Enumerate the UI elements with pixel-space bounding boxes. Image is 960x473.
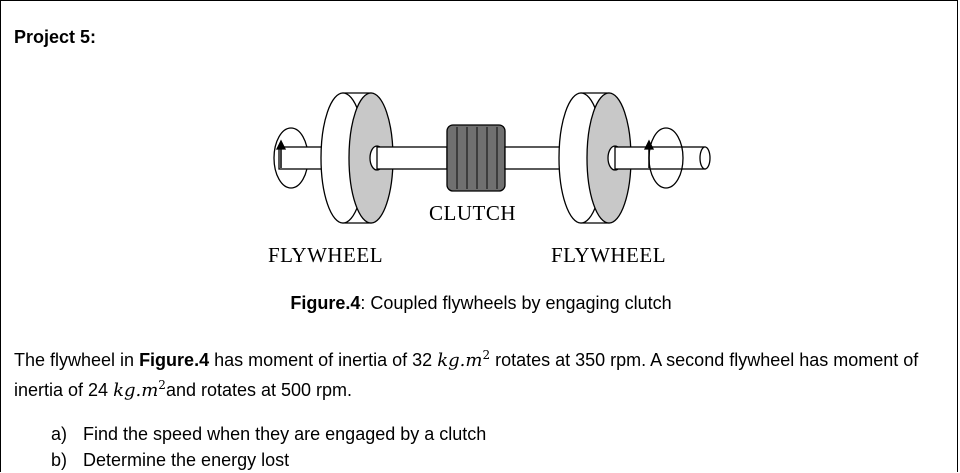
question-marker: b) xyxy=(51,450,68,470)
question-text: Determine the energy lost xyxy=(83,450,290,470)
question-list: a) Find the speed when they are engaged … xyxy=(51,421,486,473)
problem-text-1: The flywheel in xyxy=(14,350,140,370)
list-item: b) Determine the energy lost xyxy=(51,447,486,473)
list-item: a) Find the speed when they are engaged … xyxy=(51,421,486,447)
problem-text-3: rotates at 350 rpm. A second flywheel ha… xyxy=(14,350,919,400)
caption-text: : Coupled flywheels by engaging clutch xyxy=(360,293,672,313)
inertia-unit-1: kg.m2 xyxy=(437,348,491,371)
clutch-body xyxy=(446,124,506,192)
problem-text-2: has moment of inertia of 32 xyxy=(209,350,438,370)
clutch-label: CLUTCH xyxy=(429,201,516,225)
right-flywheel-label: FLYWHEEL xyxy=(551,243,667,267)
right-rotation-arrow xyxy=(643,139,655,150)
left-flywheel-label: FLYWHEEL xyxy=(268,243,384,267)
right-shaft-end xyxy=(699,146,711,170)
question-marker: a) xyxy=(51,424,68,444)
problem-statement: The flywheel in Figure.4 has moment of i… xyxy=(14,343,954,403)
middle-shaft-left xyxy=(376,146,448,170)
project-title: Project 5: xyxy=(14,27,97,47)
inertia-unit-2: kg.m2 xyxy=(113,378,166,401)
flywheel-figure: CLUTCH FLYWHEEL FLYWHEEL xyxy=(251,83,721,267)
caption-figure-ref: Figure.4 xyxy=(290,293,361,313)
flywheel-diagram-drawing xyxy=(273,92,711,224)
figure-caption: Figure.4: Coupled flywheels by engaging … xyxy=(1,293,960,314)
right-shaft-shape xyxy=(614,146,706,170)
question-text: Find the speed when they are engaged by … xyxy=(83,424,487,444)
left-rotation-arrow xyxy=(275,139,287,150)
problem-text-4: and rotates at 500 rpm. xyxy=(165,380,353,400)
problem-figure-ref: Figure.4 xyxy=(139,350,210,370)
